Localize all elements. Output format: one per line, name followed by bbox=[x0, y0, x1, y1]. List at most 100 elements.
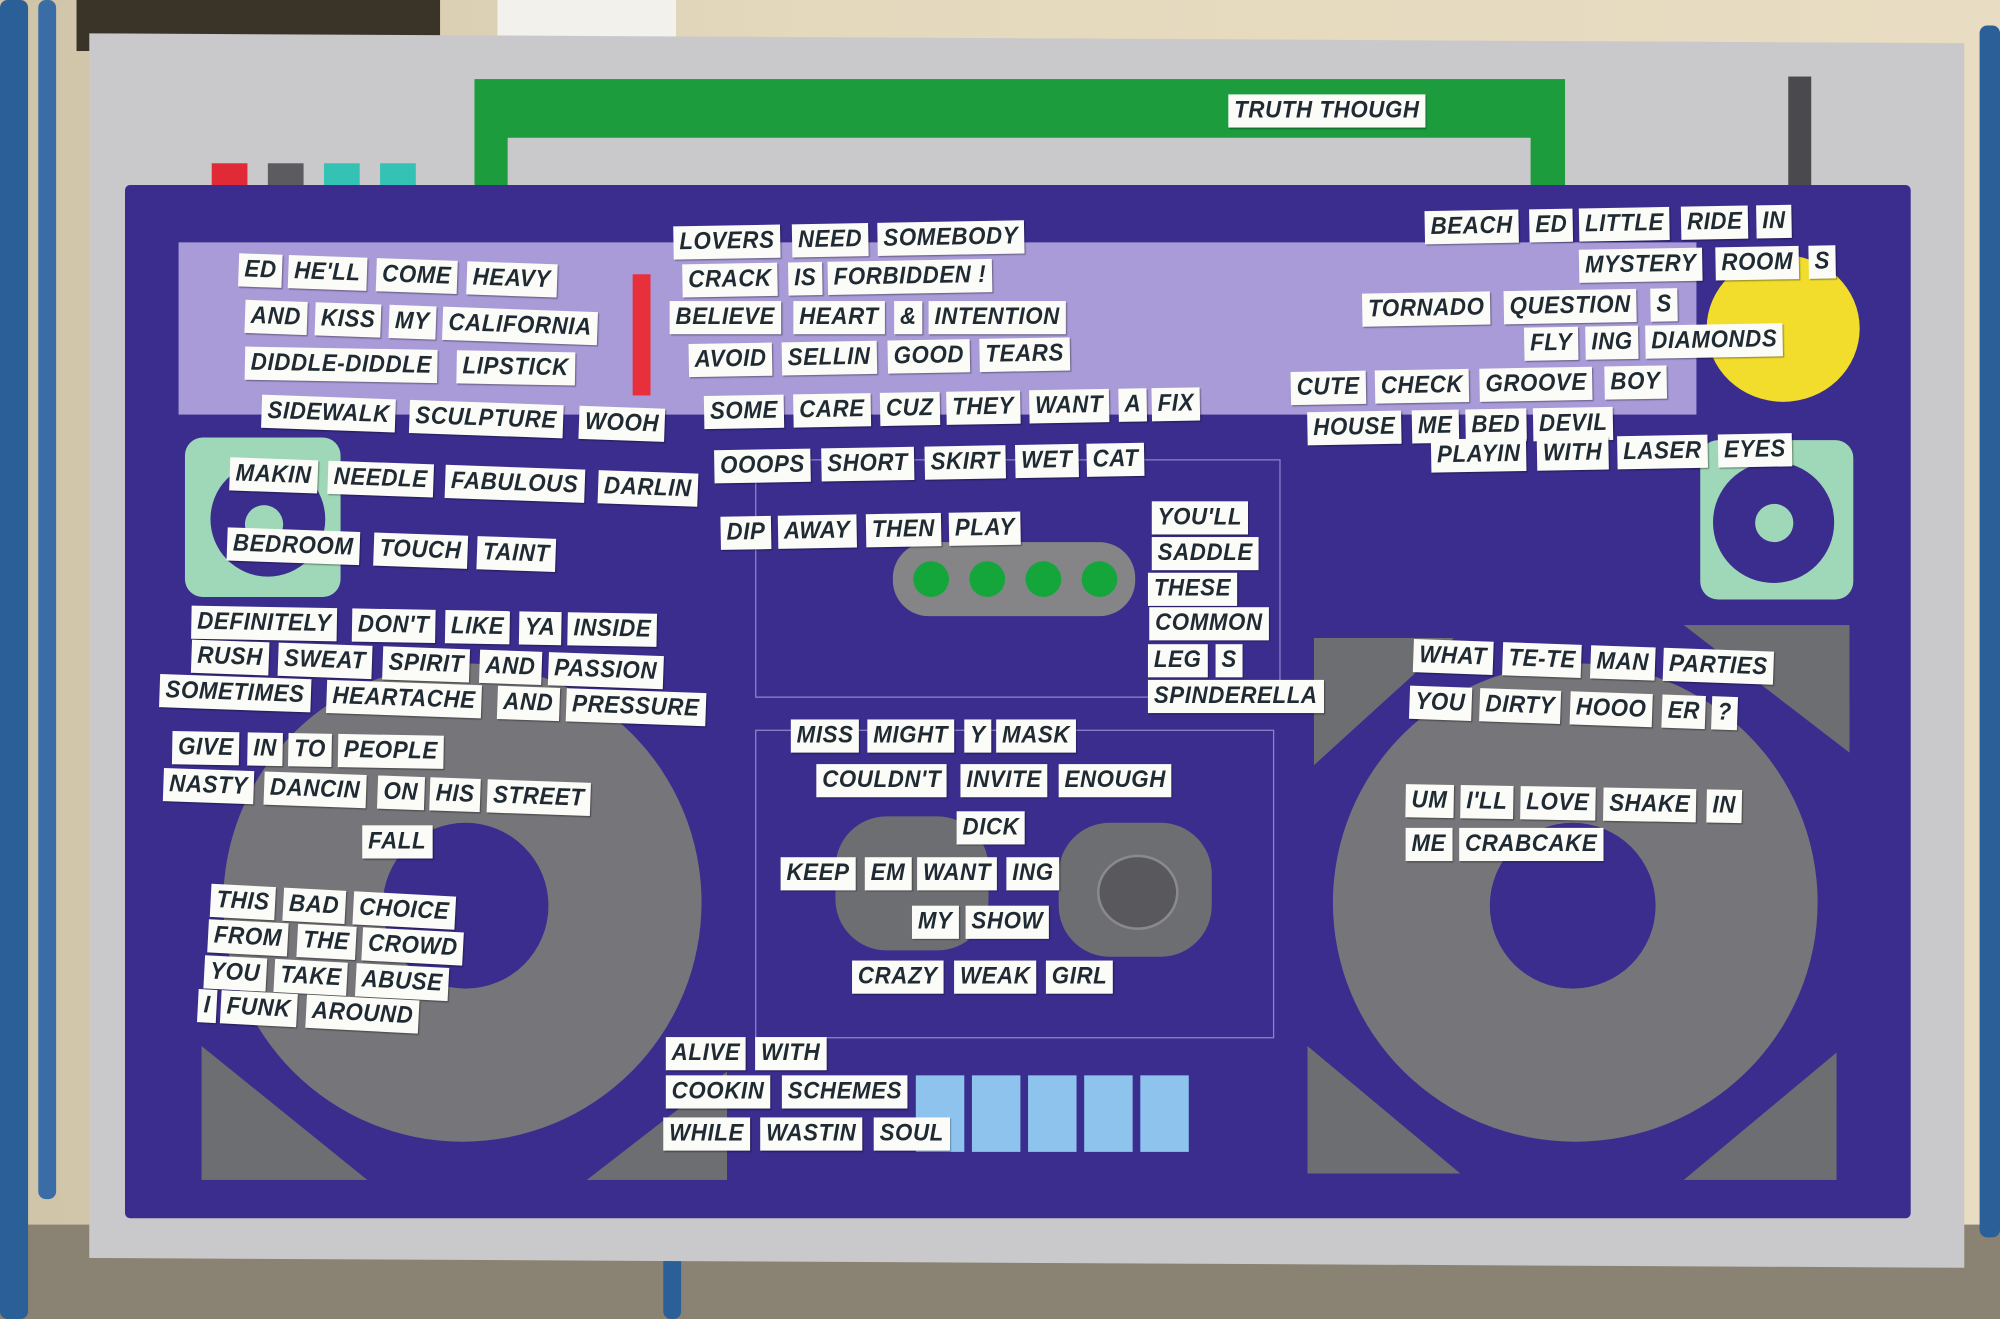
word-magnet[interactable]: S bbox=[1808, 245, 1837, 279]
word-magnet[interactable]: EM bbox=[864, 857, 911, 891]
word-magnet[interactable]: HOOO bbox=[1569, 691, 1653, 728]
word-magnet[interactable]: HEART bbox=[793, 301, 885, 335]
word-magnet[interactable]: WANT bbox=[917, 857, 998, 891]
word-magnet[interactable]: WET bbox=[1015, 443, 1079, 479]
word-magnet[interactable]: ME bbox=[1405, 827, 1452, 862]
word-magnet[interactable]: TORNADO bbox=[1361, 291, 1491, 327]
word-magnet[interactable]: ED bbox=[1529, 208, 1574, 243]
word-magnet[interactable]: UM bbox=[1405, 784, 1454, 819]
word-magnet[interactable]: IN bbox=[1706, 789, 1743, 824]
word-magnet[interactable]: OOOPS bbox=[714, 448, 812, 484]
word-magnet[interactable]: YOU'LL bbox=[1151, 501, 1248, 535]
word-magnet[interactable]: ON bbox=[376, 775, 425, 811]
word-magnet[interactable]: CUTE bbox=[1290, 370, 1366, 406]
word-magnet[interactable]: NASTY bbox=[162, 767, 255, 805]
word-magnet[interactable]: CAT bbox=[1086, 442, 1145, 477]
word-magnet[interactable]: THE bbox=[296, 923, 357, 961]
word-magnet[interactable]: & bbox=[894, 301, 924, 335]
word-magnet[interactable]: AWAY bbox=[778, 514, 857, 549]
word-magnet[interactable]: WEAK bbox=[954, 960, 1037, 994]
word-magnet[interactable]: PLAYIN bbox=[1430, 437, 1527, 473]
word-magnet[interactable]: GROOVE bbox=[1479, 366, 1593, 402]
word-magnet[interactable]: FORBIDDEN ! bbox=[827, 258, 993, 295]
word-magnet[interactable]: S bbox=[1650, 288, 1679, 322]
word-magnet[interactable]: WHAT bbox=[1412, 639, 1494, 675]
word-magnet[interactable]: RIDE bbox=[1680, 205, 1749, 240]
word-magnet[interactable]: SPIRIT bbox=[381, 646, 470, 683]
word-magnet[interactable]: LASER bbox=[1616, 434, 1708, 470]
word-magnet[interactable]: CALIFORNIA bbox=[441, 306, 598, 346]
word-magnet[interactable]: SHAKE bbox=[1603, 787, 1697, 823]
word-magnet[interactable]: DIDDLE-DIDDLE bbox=[244, 346, 438, 384]
word-magnet[interactable]: AVOID bbox=[688, 342, 773, 378]
word-magnet[interactable]: INSIDE bbox=[566, 612, 657, 647]
word-magnet[interactable]: CUZ bbox=[879, 391, 940, 427]
word-magnet[interactable]: SCULPTURE bbox=[409, 399, 564, 439]
word-magnet[interactable]: GOOD bbox=[887, 339, 971, 374]
word-magnet[interactable]: SKIRT bbox=[924, 445, 1007, 480]
word-magnet[interactable]: A bbox=[1118, 388, 1148, 422]
word-magnet[interactable]: HE'LL bbox=[288, 255, 368, 291]
word-magnet[interactable]: CARE bbox=[793, 393, 871, 428]
word-magnet[interactable]: IS bbox=[788, 261, 823, 296]
word-magnet[interactable]: PEOPLE bbox=[338, 733, 445, 769]
word-magnet[interactable]: WHILE bbox=[663, 1117, 750, 1151]
word-magnet[interactable]: STREET bbox=[487, 779, 592, 817]
word-magnet[interactable]: I'LL bbox=[1459, 785, 1514, 820]
word-magnet[interactable]: HEARTACHE bbox=[325, 679, 482, 719]
word-magnet[interactable]: DIAMONDS bbox=[1645, 323, 1784, 359]
word-magnet[interactable]: COME bbox=[375, 258, 458, 295]
word-magnet[interactable]: Y bbox=[964, 719, 992, 753]
word-magnet[interactable]: TAKE bbox=[273, 958, 348, 996]
word-magnet[interactable]: CRAZY bbox=[852, 960, 944, 994]
word-magnet[interactable]: SPINDERELLA bbox=[1147, 679, 1324, 714]
word-magnet[interactable]: SWEAT bbox=[277, 642, 373, 680]
word-magnet[interactable]: DIRTY bbox=[1478, 688, 1561, 725]
word-magnet[interactable]: RUSH bbox=[190, 639, 270, 676]
word-magnet[interactable]: CRACK bbox=[682, 262, 778, 298]
word-magnet[interactable]: AROUND bbox=[304, 994, 420, 1034]
word-magnet[interactable]: EYES bbox=[1717, 433, 1792, 468]
word-magnet[interactable]: DANCIN bbox=[263, 771, 367, 809]
word-magnet[interactable]: MISS bbox=[790, 719, 860, 753]
word-magnet[interactable]: COMMON bbox=[1149, 607, 1269, 641]
word-magnet[interactable]: DICK bbox=[956, 811, 1026, 845]
word-magnet[interactable]: THEY bbox=[946, 390, 1021, 425]
word-magnet[interactable]: MAKIN bbox=[229, 457, 319, 494]
word-magnet[interactable]: ING bbox=[1006, 857, 1060, 891]
word-magnet[interactable]: THIS bbox=[209, 883, 277, 921]
word-magnet[interactable]: MIGHT bbox=[867, 719, 955, 753]
word-magnet[interactable]: INTENTION bbox=[928, 301, 1066, 335]
word-magnet[interactable]: HIS bbox=[429, 777, 482, 813]
word-magnet[interactable]: SELLIN bbox=[781, 340, 878, 376]
word-magnet[interactable]: MAN bbox=[1589, 645, 1656, 681]
word-magnet[interactable]: BOY bbox=[1604, 365, 1667, 400]
word-magnet[interactable]: SOMEBODY bbox=[877, 220, 1025, 257]
word-magnet[interactable]: HEAVY bbox=[466, 261, 558, 298]
word-magnet[interactable]: FABULOUS bbox=[444, 464, 585, 503]
word-magnet[interactable]: BEACH bbox=[1424, 209, 1519, 245]
word-magnet[interactable]: LIPSTICK bbox=[456, 350, 576, 386]
word-magnet[interactable]: IN bbox=[247, 732, 284, 767]
word-magnet[interactable]: TOUCH bbox=[372, 532, 468, 569]
word-magnet[interactable]: LITTLE bbox=[1579, 206, 1671, 242]
word-magnet[interactable]: SHORT bbox=[821, 446, 915, 482]
word-magnet[interactable]: DON'T bbox=[352, 608, 437, 644]
word-magnet[interactable]: SOUL bbox=[873, 1117, 950, 1151]
word-magnet[interactable]: MYSTERY bbox=[1578, 247, 1703, 283]
word-magnet[interactable]: IN bbox=[1756, 204, 1793, 239]
word-magnet[interactable]: TE-TE bbox=[1501, 642, 1582, 679]
word-magnet[interactable]: ED bbox=[238, 253, 284, 288]
word-magnet[interactable]: MY bbox=[388, 304, 436, 340]
word-magnet[interactable]: FLY bbox=[1523, 326, 1579, 361]
word-magnet[interactable]: SOMETIMES bbox=[159, 674, 311, 713]
word-magnet[interactable]: LIKE bbox=[445, 610, 511, 645]
word-magnet[interactable]: LEG bbox=[1147, 644, 1208, 678]
word-magnet[interactable]: FALL bbox=[362, 825, 433, 859]
word-magnet[interactable]: GIVE bbox=[171, 731, 240, 766]
word-magnet[interactable]: CHECK bbox=[1374, 368, 1469, 404]
word-magnet[interactable]: ENOUGH bbox=[1058, 764, 1172, 798]
word-magnet[interactable]: QUESTION bbox=[1503, 288, 1638, 325]
word-magnet[interactable]: PLAY bbox=[949, 511, 1022, 546]
word-magnet[interactable]: TEARS bbox=[979, 337, 1070, 373]
